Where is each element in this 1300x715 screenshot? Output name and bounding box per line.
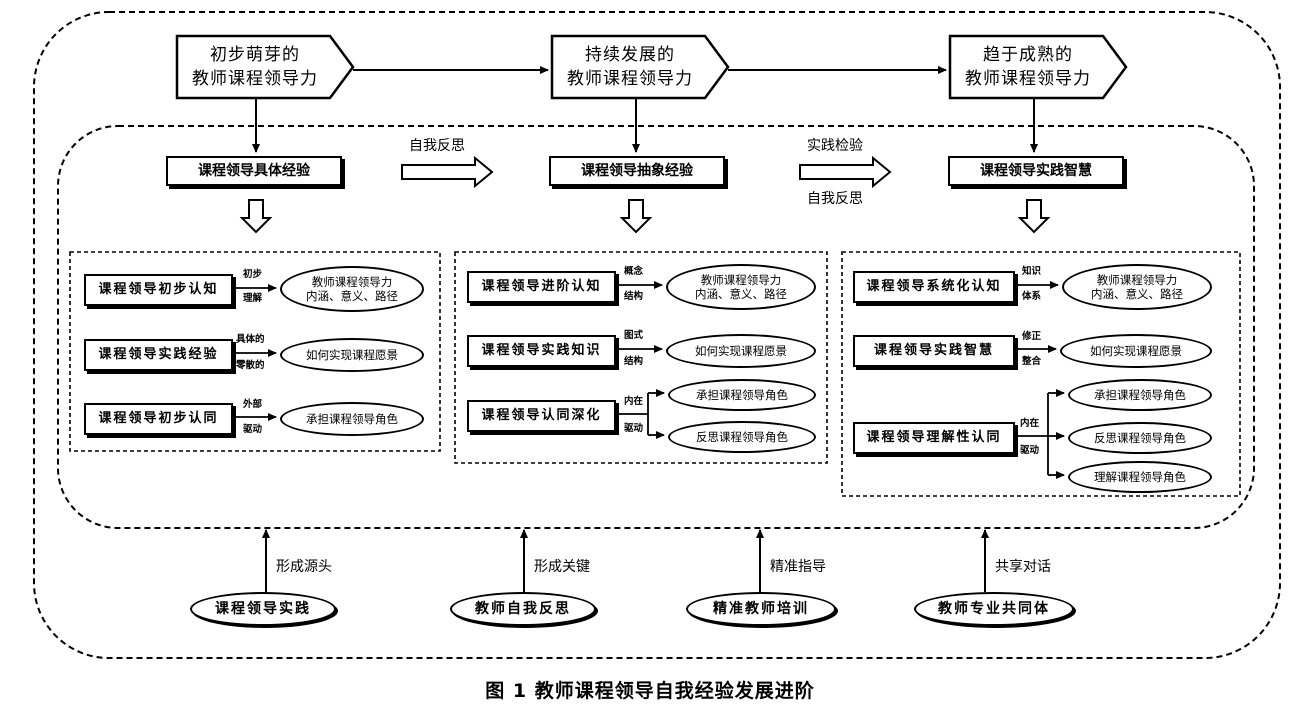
panel-3-target-3a-line1: 承担课程领导角色	[1094, 388, 1186, 402]
stage-shape-2	[550, 34, 730, 100]
panel-1-mod-2b: 零散的	[236, 360, 265, 371]
hollow-down-arrow-1	[239, 199, 273, 234]
hollow-down-arrow-3	[1017, 199, 1051, 234]
panel-3-target-2-line1: 如何实现课程愿景	[1090, 344, 1182, 358]
stage-1-line1: 初步萌芽的	[210, 45, 300, 65]
panel-3-mod-2b: 整合	[1022, 356, 1042, 367]
panel-1-mod-3a: 外部	[243, 399, 263, 410]
stage-1: 初步萌芽的 教师课程领导力	[177, 36, 353, 98]
panel-1-target-2-line1: 如何实现课程愿景	[306, 348, 398, 362]
hollow-down-arrow-2	[619, 199, 653, 234]
panel-3-mod-1a: 知识	[1022, 266, 1042, 277]
source-role-1: 形成源头	[276, 559, 332, 575]
panel-2-mod-3a: 内在	[624, 396, 644, 407]
transition-label-2-bottom: 自我反思	[807, 191, 863, 207]
panel-3-target-1-line1: 教师课程领导力	[1096, 273, 1178, 287]
panel-2-cognition-1: 课程领导进阶认知	[467, 271, 616, 303]
panel-1-target-1-line1: 教师课程领导力	[311, 275, 393, 289]
panel-2-target-1: 教师课程领导力 内涵、意义、路径	[666, 264, 816, 310]
stage-2-line2: 教师课程领导力	[567, 69, 693, 89]
panel-3-target-3c: 理解课程领导角色	[1068, 461, 1212, 493]
stage-shape-1	[175, 34, 355, 100]
stage-2: 持续发展的 教师课程领导力	[552, 36, 728, 98]
panel-2-target-2-line1: 如何实现课程愿景	[695, 344, 787, 358]
panel-3-cognition-2: 课程领导实践智慧	[853, 335, 1015, 367]
panel-3-cognition-3: 课程领导理解性认同	[853, 422, 1015, 454]
experience-box-3: 课程领导实践智慧	[948, 156, 1124, 186]
panel-frame-3	[841, 251, 1241, 497]
panel-3-target-2: 如何实现课程愿景	[1060, 334, 1212, 368]
panel-3-target-3a: 承担课程领导角色	[1068, 379, 1212, 411]
panel-2-cognition-2: 课程领导实践知识	[467, 335, 616, 367]
panel-3-mod-3a: 内在	[1020, 418, 1040, 429]
panel-3-target-3b: 反思课程领导角色	[1068, 422, 1212, 454]
panel-1-cognition-1: 课程领导初步认知	[84, 274, 233, 306]
source-role-3: 精准指导	[770, 559, 826, 575]
transition-arrow-1	[401, 155, 494, 189]
panel-1-target-3: 承担课程领导角色	[280, 402, 424, 436]
source-oval-3: 精准教师培训	[686, 592, 836, 626]
figure-caption: 图 1 教师课程领导自我经验发展进阶	[485, 680, 815, 702]
panel-2-cognition-3: 课程领导认同深化	[467, 400, 616, 432]
panel-1-cognition-2: 课程领导实践经验	[84, 339, 233, 371]
panel-1-mod-1b: 理解	[243, 293, 263, 304]
panel-2-mod-2b: 结构	[624, 356, 644, 367]
transition-label-2-top: 实践检验	[807, 138, 863, 154]
transition-label-1: 自我反思	[409, 138, 465, 154]
panel-2-target-3a: 承担课程领导角色	[668, 379, 816, 411]
panel-3-target-1-line2: 内涵、意义、路径	[1091, 287, 1183, 301]
source-oval-1: 课程领导实践	[190, 592, 336, 626]
panel-1-target-1-line2: 内涵、意义、路径	[306, 289, 398, 303]
panel-3-mod-3b: 驱动	[1020, 445, 1040, 456]
panel-2-target-3b: 反思课程领导角色	[668, 421, 816, 453]
panel-1-target-3-line1: 承担课程领导角色	[306, 412, 398, 426]
panel-frame-2	[454, 251, 828, 464]
panel-1-cognition-3: 课程领导初步认同	[84, 403, 233, 435]
panel-2-target-3a-line1: 承担课程领导角色	[696, 388, 788, 402]
panel-2-target-1-line2: 内涵、意义、路径	[695, 287, 787, 301]
source-role-2: 形成关键	[534, 559, 590, 575]
panel-1-mod-1a: 初步	[243, 269, 263, 280]
source-role-4: 共享对话	[995, 559, 1051, 575]
panel-2-mod-1b: 结构	[624, 291, 644, 302]
panel-3-target-3c-line1: 理解课程领导角色	[1094, 470, 1186, 484]
stage-3: 趋于成熟的 教师课程领导力	[950, 36, 1126, 98]
panel-1-target-2: 如何实现课程愿景	[280, 338, 424, 372]
experience-box-2: 课程领导抽象经验	[549, 156, 725, 186]
panel-2-mod-1a: 概念	[624, 266, 644, 277]
panel-2-mod-2a: 图式	[624, 330, 644, 341]
transition-arrow-2	[799, 155, 892, 189]
stage-1-line2: 教师课程领导力	[192, 69, 318, 89]
panel-3-mod-2a: 修正	[1022, 331, 1042, 342]
panel-3-mod-1b: 体系	[1022, 291, 1042, 302]
panel-3-cognition-1: 课程领导系统化认知	[853, 271, 1015, 303]
panel-3-target-3b-line1: 反思课程领导角色	[1094, 431, 1186, 445]
experience-box-1: 课程领导具体经验	[166, 156, 342, 186]
stage-2-line1: 持续发展的	[585, 45, 675, 65]
panel-1-target-1: 教师课程领导力 内涵、意义、路径	[280, 266, 424, 312]
panel-2-target-2: 如何实现课程愿景	[666, 334, 816, 368]
stage-3-line2: 教师课程领导力	[965, 69, 1091, 89]
inner-frame	[57, 125, 1255, 529]
panel-1-mod-2a: 具体的	[236, 334, 265, 345]
panel-2-target-1-line1: 教师课程领导力	[700, 273, 782, 287]
panel-frame-1	[69, 251, 441, 452]
panel-1-mod-3b: 驱动	[243, 424, 263, 435]
source-oval-2: 教师自我反思	[450, 592, 596, 626]
panel-2-target-3b-line1: 反思课程领导角色	[696, 430, 788, 444]
stage-3-line1: 趋于成熟的	[983, 45, 1073, 65]
outer-frame	[33, 11, 1281, 659]
stage-shape-3	[948, 34, 1128, 100]
panel-2-mod-3b: 驱动	[624, 423, 644, 434]
panel-3-target-1: 教师课程领导力 内涵、意义、路径	[1062, 264, 1212, 310]
source-oval-4: 教师专业共同体	[914, 592, 1074, 626]
